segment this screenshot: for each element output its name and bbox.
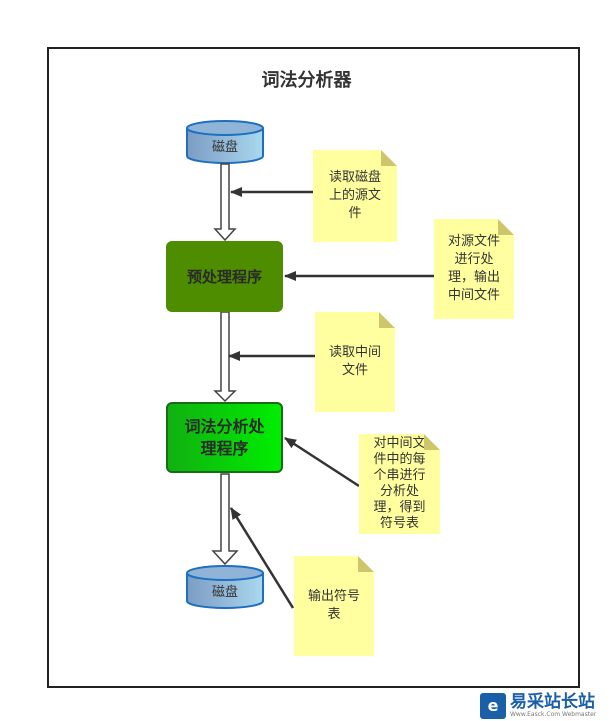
note-line: 中间文件 <box>447 288 500 303</box>
lexer-label-line: 理程序 <box>200 438 249 458</box>
note-line: 对中间文 <box>373 436 426 451</box>
disk-label: 磁盘 <box>211 585 238 600</box>
note-line: 输出符号 <box>307 589 360 604</box>
note-line: 理，输出 <box>447 270 500 285</box>
note-line: 对源文件 <box>447 234 500 249</box>
preprocess-label: 预处理程序 <box>186 268 262 286</box>
note-analyze: 对中间文 件中的每 个串进行 分析处 理，得到 符号表 <box>359 434 440 534</box>
logo-subtitle: Www.Easck.Com Webmaster <box>510 710 597 718</box>
diagram-title: 词法分析器 <box>261 70 352 91</box>
note-read-intermediate: 读取中间 文件 <box>315 312 395 412</box>
disk-top <box>186 120 264 164</box>
note-read-source: 读取磁盘 上的源文 件 <box>313 150 397 242</box>
note-preprocess: 对源文件 进行处 理，输出 中间文件 <box>434 219 514 319</box>
note-connector-4 <box>284 436 360 488</box>
flow-arrow-preprocess-to-lexer <box>213 311 237 403</box>
note-line: 上的源文 <box>328 188 381 203</box>
logo-e-icon: e <box>480 692 506 719</box>
note-fold <box>498 219 514 235</box>
note-line: 表 <box>327 607 341 622</box>
flow-arrow-disk-to-preprocess <box>213 163 237 242</box>
disk-bottom <box>186 565 264 609</box>
disk-label: 磁盘 <box>211 140 238 155</box>
note-line: 分析处 <box>379 484 419 499</box>
note-fold <box>381 150 397 166</box>
note-line: 理，得到 <box>373 500 426 515</box>
note-line: 读取磁盘 <box>328 170 381 185</box>
note-fold <box>358 556 374 572</box>
note-connector-5 <box>229 507 295 609</box>
watermark-logo: e 易采站长站 Www.Easck.Com Webmaster <box>478 690 613 721</box>
lexer-label-line: 词法分析处 <box>184 416 265 436</box>
note-output-symbols: 输出符号 表 <box>294 556 374 656</box>
flow-arrow-lexer-to-disk <box>211 473 239 566</box>
note-line: 个串进行 <box>373 468 426 483</box>
preprocess-node: 预处理程序 <box>166 241 283 312</box>
lexer-node: 词法分析处 理程序 <box>166 402 283 473</box>
logo-name: 易采站长站 <box>510 691 595 712</box>
note-line: 符号表 <box>379 516 419 531</box>
note-line: 件 <box>348 206 362 221</box>
note-fold <box>424 434 440 450</box>
note-line: 进行处 <box>454 252 494 267</box>
note-line: 读取中间 <box>328 345 381 360</box>
note-fold <box>379 312 395 328</box>
note-line: 文件 <box>341 363 368 378</box>
note-line: 件中的每 <box>373 452 426 467</box>
